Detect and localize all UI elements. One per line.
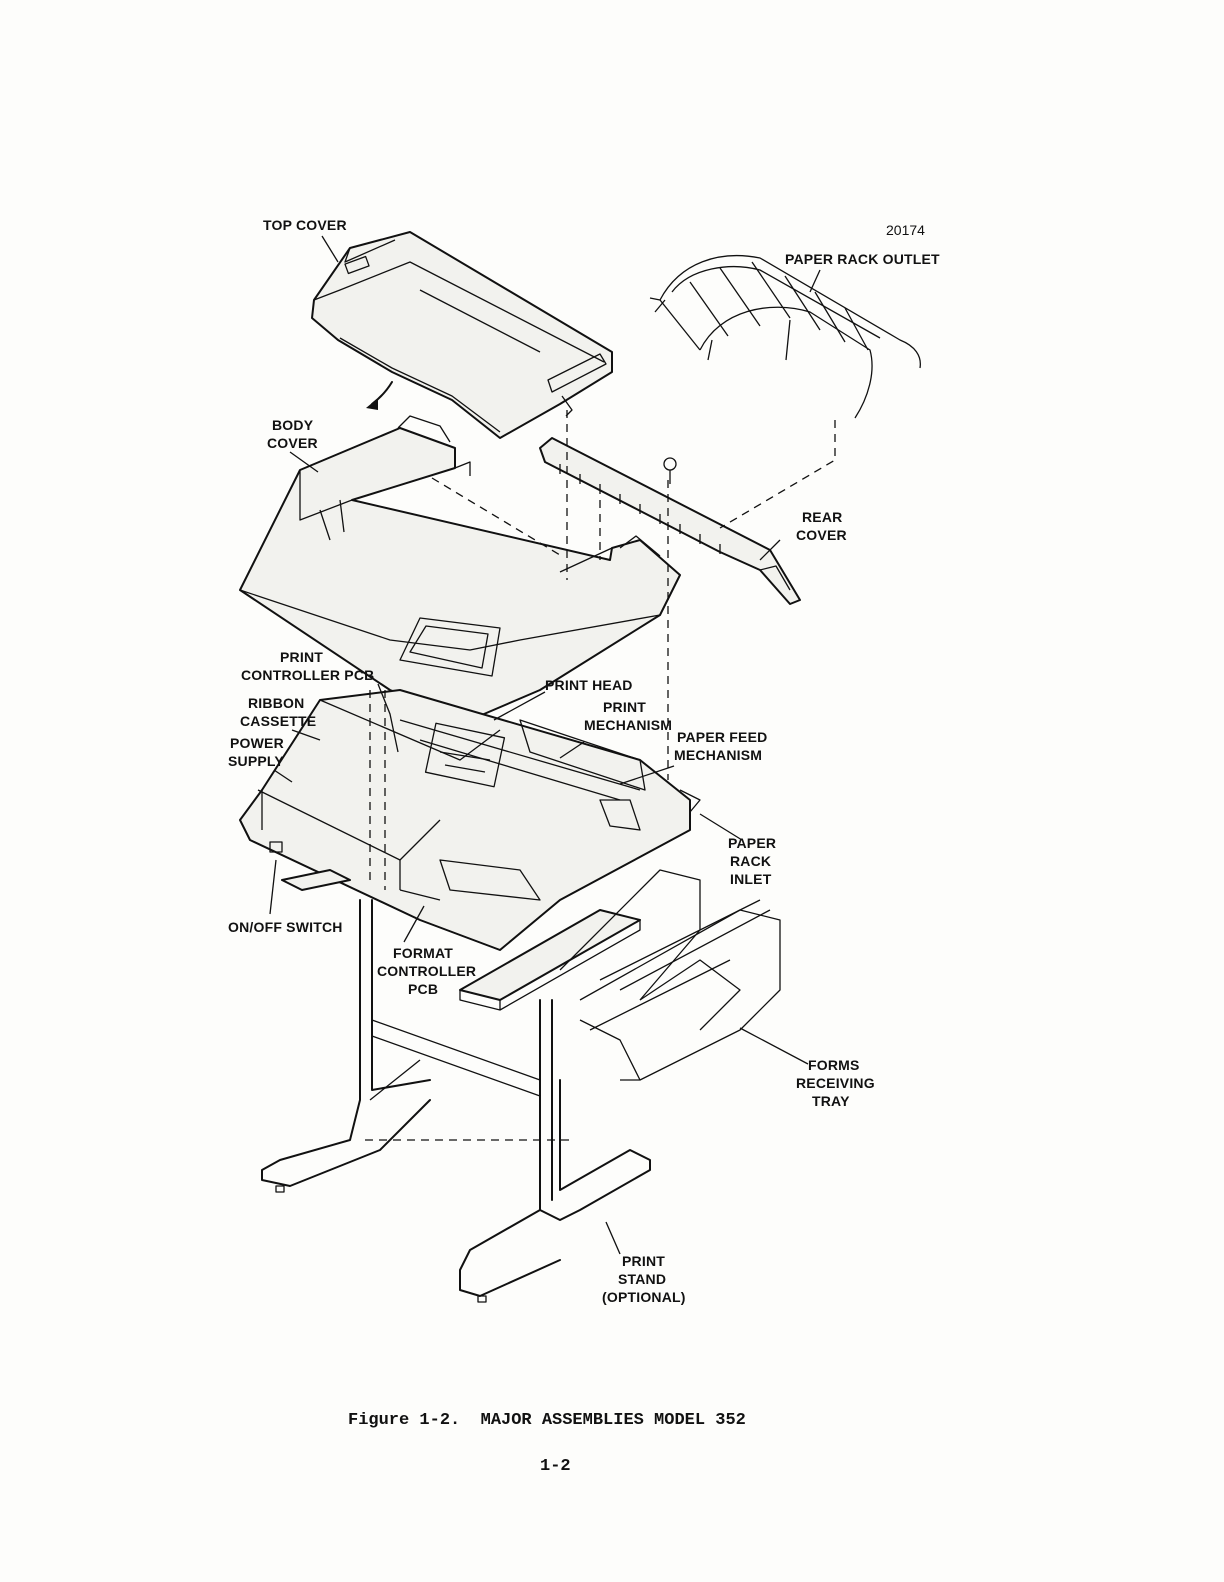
svg-text:RIBBON: RIBBON	[248, 695, 304, 711]
svg-text:TRAY: TRAY	[812, 1093, 850, 1109]
svg-text:CONTROLLER PCB: CONTROLLER PCB	[241, 667, 374, 683]
page-number: 1-2	[540, 1457, 571, 1476]
svg-text:PCB: PCB	[408, 981, 438, 997]
svg-text:20174: 20174	[886, 222, 925, 238]
label-paper-feed-mechanism: PAPER FEED MECHANISM	[674, 729, 767, 763]
label-print-head: PRINT HEAD	[545, 677, 633, 693]
svg-text:POWER: POWER	[230, 735, 284, 751]
svg-text:CASSETTE: CASSETTE	[240, 713, 316, 729]
svg-text:MECHANISM: MECHANISM	[584, 717, 672, 733]
label-paper-rack-outlet: PAPER RACK OUTLET	[785, 251, 940, 267]
svg-text:RACK: RACK	[730, 853, 771, 869]
svg-text:COVER: COVER	[796, 527, 847, 543]
top-cover-part	[312, 232, 612, 438]
figure-caption: Figure 1-2. MAJOR ASSEMBLIES MODEL 352	[348, 1411, 746, 1430]
svg-text:MECHANISM: MECHANISM	[674, 747, 762, 763]
svg-text:FORMS: FORMS	[808, 1057, 860, 1073]
svg-text:PRINT: PRINT	[603, 699, 646, 715]
svg-text:INLET: INLET	[730, 871, 772, 887]
svg-text:(OPTIONAL): (OPTIONAL)	[602, 1289, 686, 1305]
svg-text:PAPER FEED: PAPER FEED	[677, 729, 767, 745]
svg-text:BODY: BODY	[272, 417, 314, 433]
figure-id-number: 20174	[886, 222, 925, 238]
svg-text:SUPPLY: SUPPLY	[228, 753, 284, 769]
label-top-cover: TOP COVER	[263, 217, 347, 233]
label-forms-receiving-tray: FORMS RECEIVING TRAY	[796, 1057, 875, 1109]
paper-rack-outlet-part	[650, 256, 920, 418]
svg-text:RECEIVING: RECEIVING	[796, 1075, 875, 1091]
svg-text:PRINT: PRINT	[622, 1253, 665, 1269]
label-print-mechanism: PRINT MECHANISM	[584, 699, 672, 733]
label-ribbon-cassette: RIBBON CASSETTE	[240, 695, 316, 729]
svg-text:PAPER: PAPER	[728, 835, 776, 851]
label-power-supply: POWER SUPPLY	[228, 735, 284, 769]
label-paper-rack-inlet: PAPER RACK INLET	[728, 835, 776, 887]
svg-text:STAND: STAND	[618, 1271, 666, 1287]
svg-text:COVER: COVER	[267, 435, 318, 451]
forms-receiving-tray-part	[560, 870, 780, 1080]
label-print-stand: PRINT STAND (OPTIONAL)	[602, 1253, 686, 1305]
svg-text:PRINT: PRINT	[280, 649, 323, 665]
label-body-cover: BODY COVER	[267, 417, 318, 451]
label-on-off-switch: ON/OFF SWITCH	[228, 919, 343, 935]
label-rear-cover: REAR COVER	[796, 509, 847, 543]
svg-text:REAR: REAR	[802, 509, 842, 525]
svg-text:CONTROLLER: CONTROLLER	[377, 963, 476, 979]
svg-text:FORMAT: FORMAT	[393, 945, 453, 961]
